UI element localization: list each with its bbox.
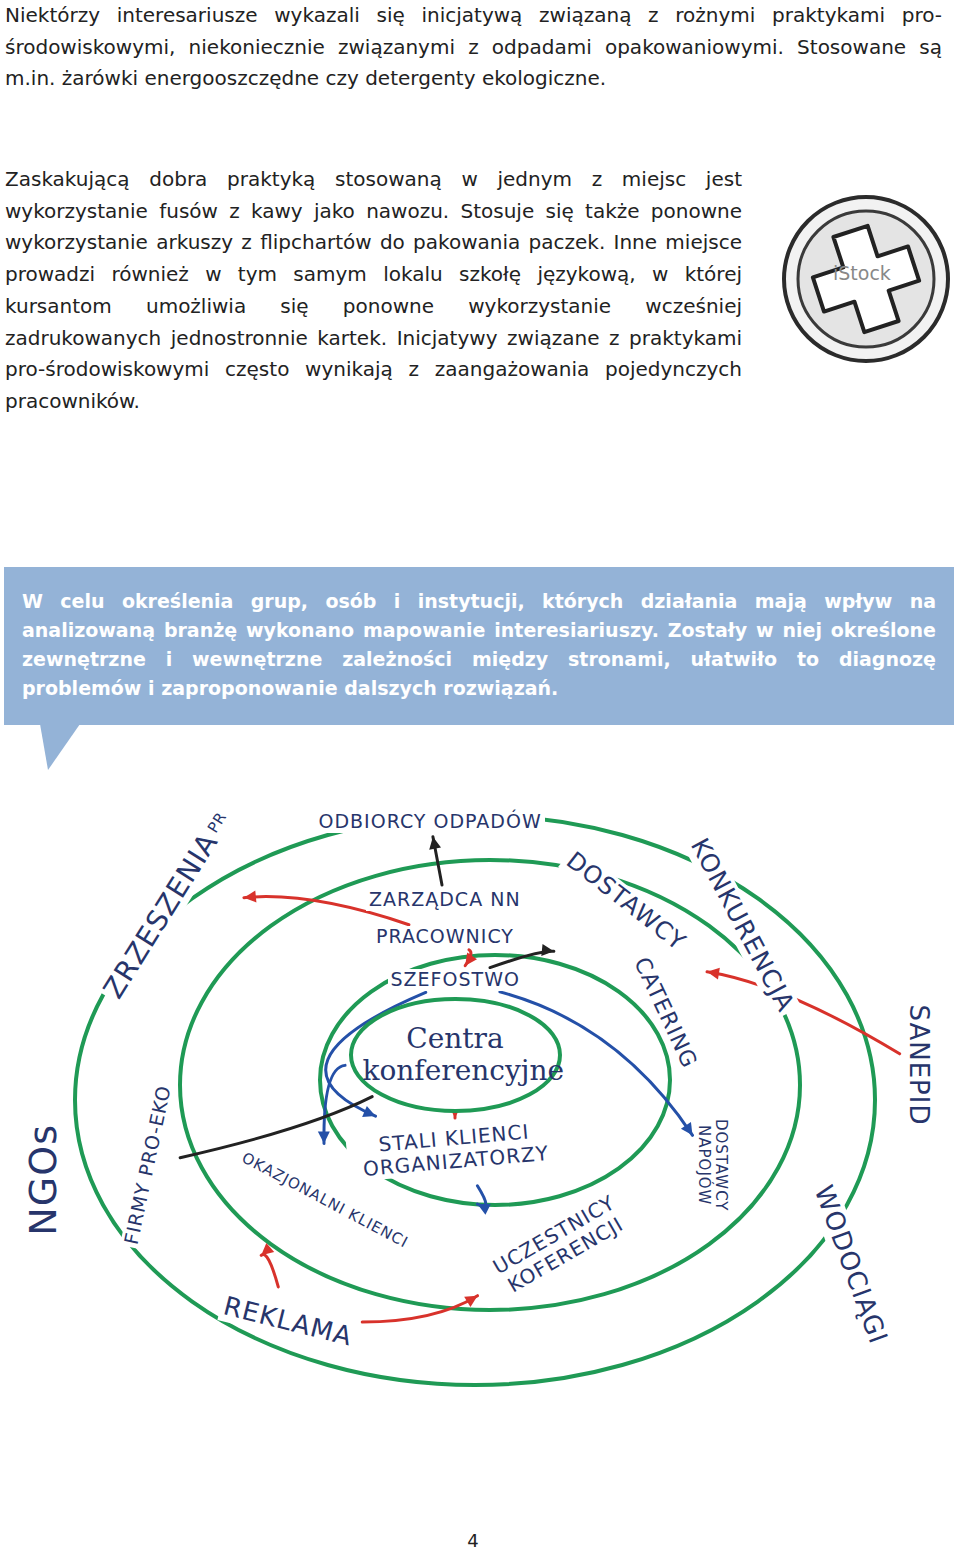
stakeholder-label: REKLAMA [217,1291,358,1353]
callout-text: W celu określenia grup, osób i instytucj… [22,587,936,703]
stakeholder-label: NGOs [22,1121,66,1239]
stakeholder-text: WODOCIĄGI [807,1182,892,1349]
arrow-head [464,1296,477,1307]
stakeholder-text: PRACOWNICY [376,926,514,948]
connector-arrow [180,1097,372,1158]
center-ellipse: Centra konferencyjne [348,996,563,1114]
stakeholder-label: KONKURENCJA [683,831,801,1019]
ellipse-shape [351,999,560,1111]
connector-arrow [707,968,900,1054]
outer-ring [75,815,875,1385]
arrow-head [261,1243,274,1255]
stakeholder-rings [75,815,875,1385]
stakeholder-text: SZEFOSTWO [391,969,520,991]
connector-line [362,1296,477,1322]
arrow-head [465,952,477,965]
stakeholder-text: SANEPID [903,1004,933,1125]
connector-arrow [261,1243,278,1287]
stakeholder-label: FIRMY PRO-EKO [120,1080,176,1249]
connector-line [707,972,900,1054]
stakeholder-text: ZRZESZENIA [97,827,225,1004]
stakeholder-text: ODBIORCY ODPADÓW [319,811,542,833]
arrow-head [681,1122,693,1135]
stakeholder-label: SANEPID [903,1001,933,1128]
connector-arrow [477,1186,490,1215]
arrow-head [362,1106,375,1117]
stakeholder-text: FIRMY PRO-EKO [121,1083,176,1246]
center-title: Centra konferencyjne [363,1023,548,1087]
connector-line [180,1097,372,1158]
connector-arrow [429,837,442,885]
connector-line [477,1186,485,1206]
stakeholder-text: NGOs [22,1124,66,1236]
stakeholder-text: ZARZĄDCA NN [369,889,521,911]
stakeholder-text: CATERING [627,950,703,1074]
stakeholder-label: ZARZĄDCA NN [366,889,524,911]
stakeholder-label: PRACOWNICY [373,926,517,948]
stakeholder-text: DOSTAWCY NAPOJÓW [695,1115,730,1215]
plus-coin-icon [784,197,948,361]
plus-cross [803,216,929,342]
stakeholder-text: PR [204,808,231,836]
arrow-head [707,968,720,980]
stakeholder-label: ZRZESZENIAPR [96,803,240,1007]
stakeholder-text: REKLAMA [220,1292,355,1353]
stakeholder-label: UCZESTNICY KOFERENCJI [481,1186,639,1304]
connector-arrow [318,1065,345,1143]
arrow-head [429,837,441,850]
connector-arrow [465,950,477,966]
connector-arrow [362,1296,477,1322]
stakeholder-label: WODOCIĄGI [806,1179,893,1351]
callout-tail [40,724,80,770]
arrow-head [541,944,554,956]
stakeholder-text: DOSTAWCY [558,845,693,959]
arrow-head [318,1131,330,1143]
second-ring [320,955,670,1205]
stakeholder-label: STALI KLIENCI ORGANIZATORZY [345,1118,564,1183]
callout-box: W celu określenia grup, osób i instytucj… [4,567,954,725]
stakeholder-text: UCZESTNICY KOFERENCJI [484,1188,637,1303]
arrow-head [477,1204,490,1215]
stakeholder-text: STALI KLIENCI ORGANIZATORZY [348,1118,561,1182]
third-ring [180,860,800,1310]
stakeholder-text: KONKURENCJA [684,833,799,1016]
coin-face [798,211,934,347]
connector-line [261,1255,278,1287]
coin-rim [784,197,948,361]
arrow-head [244,891,257,903]
stakeholder-label: SZEFOSTWO [388,969,523,991]
stakeholder-label: DOSTAWCY NAPOJÓW [695,1112,730,1218]
stakeholder-label: ODBIORCY ODPADÓW [316,811,545,833]
page-number: 4 [453,1530,493,1552]
body-paragraph: Zaskakującą dobra praktyką stosowaną w j… [5,164,742,418]
body-paragraph: Niektórzy interesariusze wykazali się in… [5,0,942,95]
watermark: iStock [833,262,891,285]
